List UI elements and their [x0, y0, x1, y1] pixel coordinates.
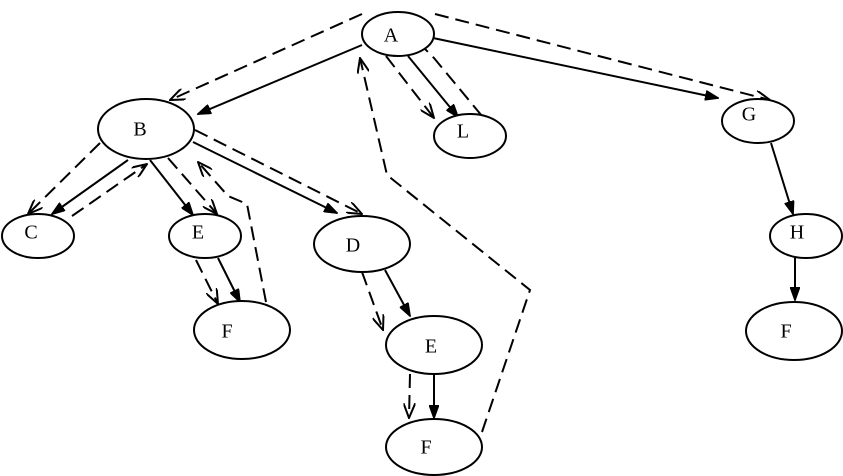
svg-text:B: B [133, 119, 146, 141]
traversal-edge-a-l [385, 55, 434, 118]
node-b: B [97, 98, 195, 160]
node-c: C [1, 213, 75, 259]
tree-edge-a-b [198, 44, 363, 114]
traversal-edge-b-d [194, 129, 362, 214]
tree-edge-a-l [407, 55, 458, 117]
node-d: D [313, 215, 411, 273]
traversal-edge-e1-f1 [195, 259, 218, 304]
traversal-edge-c-b [71, 164, 147, 217]
svg-text:D: D [346, 235, 360, 257]
node-l: L [433, 113, 507, 159]
traversal-edge-l-a [406, 30, 483, 117]
tree-edge-b-c [52, 159, 129, 214]
node-a: A [361, 11, 435, 57]
svg-text:A: A [384, 25, 399, 47]
svg-text:C: C [24, 222, 37, 244]
traversal-edge-b-e1 [167, 157, 217, 214]
svg-text:F: F [780, 321, 791, 343]
traversal-edge-e2-f2 [409, 373, 410, 418]
tree-edge-a-g [432, 37, 718, 98]
node-f-1: F [193, 300, 291, 360]
node-f-3: F [745, 301, 843, 361]
node-g: G [721, 98, 795, 144]
svg-text:E: E [192, 222, 204, 244]
tree-edge-b-e1 [149, 159, 193, 215]
tree-edge-e1-f1 [217, 257, 240, 302]
tree-edge-b-d [192, 141, 337, 213]
svg-text:F: F [420, 437, 431, 459]
traversal-edge-d-e2 [361, 271, 383, 330]
edges-layer [28, 13, 795, 433]
traversal-edge-a-g [434, 13, 770, 100]
node-e-2: E [385, 315, 483, 375]
nodes-layer: A B L G C E D H [1, 11, 843, 476]
svg-text:G: G [742, 104, 756, 126]
traversal-edge-b-c [28, 142, 101, 214]
svg-text:H: H [790, 222, 804, 244]
node-h: H [769, 213, 843, 259]
svg-text:L: L [457, 121, 469, 143]
traversal-edge-f1-b [198, 162, 267, 303]
tree-edge-g-h [770, 142, 793, 214]
svg-text:F: F [221, 321, 232, 343]
tree-edge-d-e2 [384, 269, 410, 316]
traversal-edge-f2-a [360, 58, 532, 433]
traversal-edge-a-b [170, 13, 363, 100]
svg-text:E: E [425, 336, 437, 358]
node-e-1: E [168, 213, 242, 259]
node-f-2: F [385, 418, 483, 476]
